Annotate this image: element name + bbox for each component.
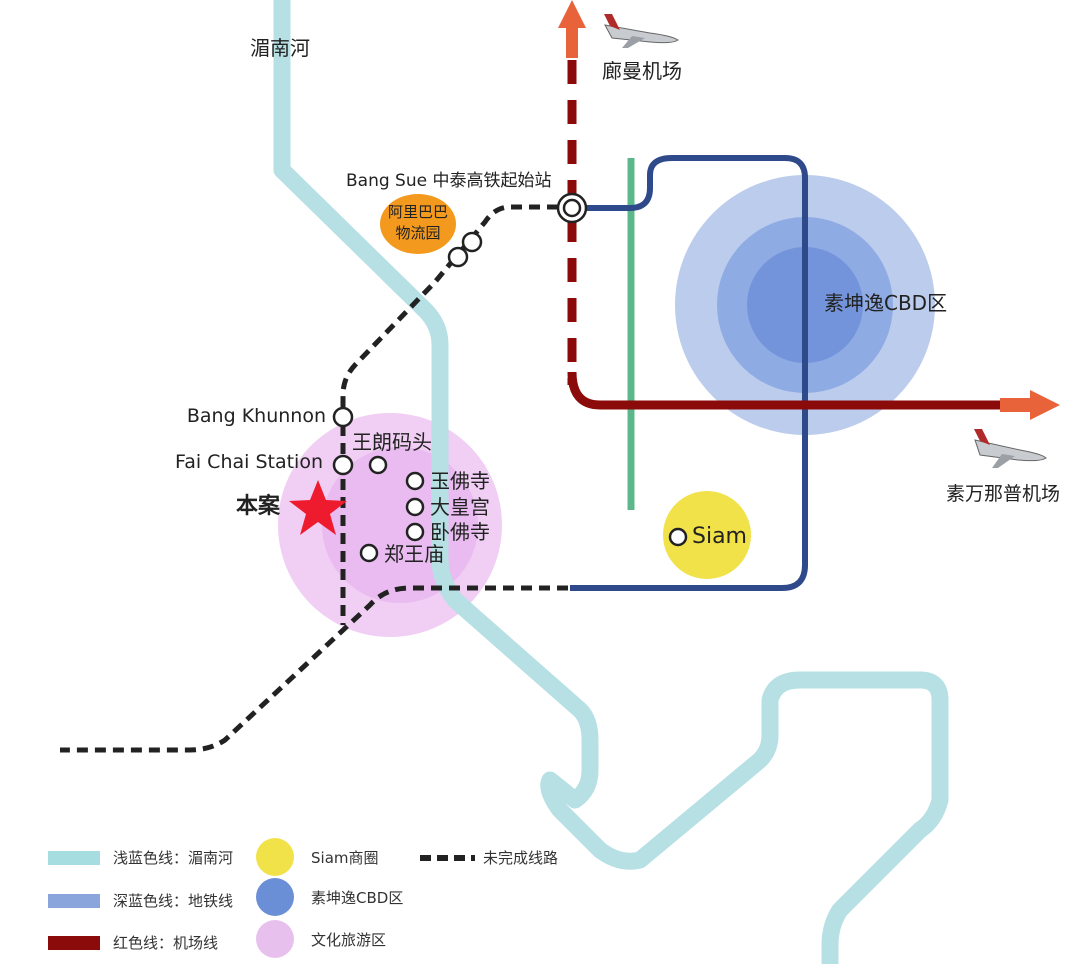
attraction-marker <box>368 455 388 475</box>
station-marker <box>447 246 469 268</box>
legend-swatch-siam <box>256 838 294 876</box>
legend-label-unfinished: 未完成线路 <box>483 849 558 867</box>
attraction-label-grand-palace: 大皇宫 <box>430 495 490 519</box>
airplane-icon <box>974 429 1047 468</box>
legend-label-cbd: 素坤逸CBD区 <box>311 889 403 907</box>
project-star-icon <box>289 480 347 535</box>
bang-sue-hub-inner <box>562 198 582 218</box>
attraction-label-wanglang: 王朗码头 <box>352 430 432 454</box>
legend-label-river: 浅蓝色线：湄南河 <box>113 849 233 867</box>
don-mueang-airport-label: 廊曼机场 <box>602 59 682 83</box>
unfinished-line-south <box>60 585 568 753</box>
legend-label-culture: 文化旅游区 <box>311 931 386 949</box>
cbd-label: 素坤逸CBD区 <box>824 291 947 315</box>
legend-label-siam: Siam商圈 <box>311 849 379 867</box>
attraction-marker <box>405 522 425 542</box>
station-marker <box>461 231 483 253</box>
siam-zone <box>663 491 751 579</box>
fai-chai-station-marker <box>332 454 354 476</box>
attraction-label-wat-arun: 郑王庙 <box>384 542 444 566</box>
siam-label: Siam <box>692 524 747 549</box>
attraction-marker <box>405 497 425 517</box>
attraction-label-reclining-buddha: 卧佛寺 <box>430 520 490 544</box>
attraction-marker <box>405 471 425 491</box>
legend-swatch-metro <box>48 894 100 908</box>
legend-swatch-airport-line <box>48 936 100 950</box>
bang-sue-label: Bang Sue 中泰高铁起始站 <box>346 171 551 191</box>
siam-station-marker <box>668 527 688 547</box>
chao-phraya-river <box>273 0 949 964</box>
alibaba-label-line1: 阿里巴巴 <box>388 203 448 221</box>
airplane-icon <box>604 14 679 48</box>
project-label: 本案 <box>236 493 281 519</box>
alibaba-label-line2: 物流园 <box>395 224 440 242</box>
fai-chai-label: Fai Chai Station <box>175 451 323 473</box>
attraction-label-emerald-buddha: 玉佛寺 <box>430 469 490 493</box>
suvarnabhumi-airport-label: 素万那普机场 <box>946 483 1060 505</box>
airport-line-east <box>567 371 1010 410</box>
map-legend: 浅蓝色线：湄南河 深蓝色线：地铁线 红色线：机场线 Siam商圈 素坤逸CBD区… <box>48 838 558 958</box>
unfinished-line-north <box>340 204 558 410</box>
alibaba-logistics-zone <box>380 194 456 254</box>
legend-label-airport-line: 红色线：机场线 <box>113 934 218 952</box>
legend-swatch-culture <box>256 920 294 958</box>
bang-khunnon-label: Bang Khunnon <box>187 405 326 427</box>
legend-swatch-river <box>48 851 100 865</box>
dark-blue-metro-line <box>570 155 808 591</box>
arrow-north <box>558 0 586 58</box>
legend-swatch-cbd <box>256 878 294 916</box>
arrow-east <box>1000 390 1060 420</box>
legend-label-metro: 深蓝色线：地铁线 <box>113 892 233 910</box>
river-label: 湄南河 <box>250 36 310 60</box>
attraction-marker <box>359 543 379 563</box>
bang-khunnon-station-marker <box>332 406 354 428</box>
